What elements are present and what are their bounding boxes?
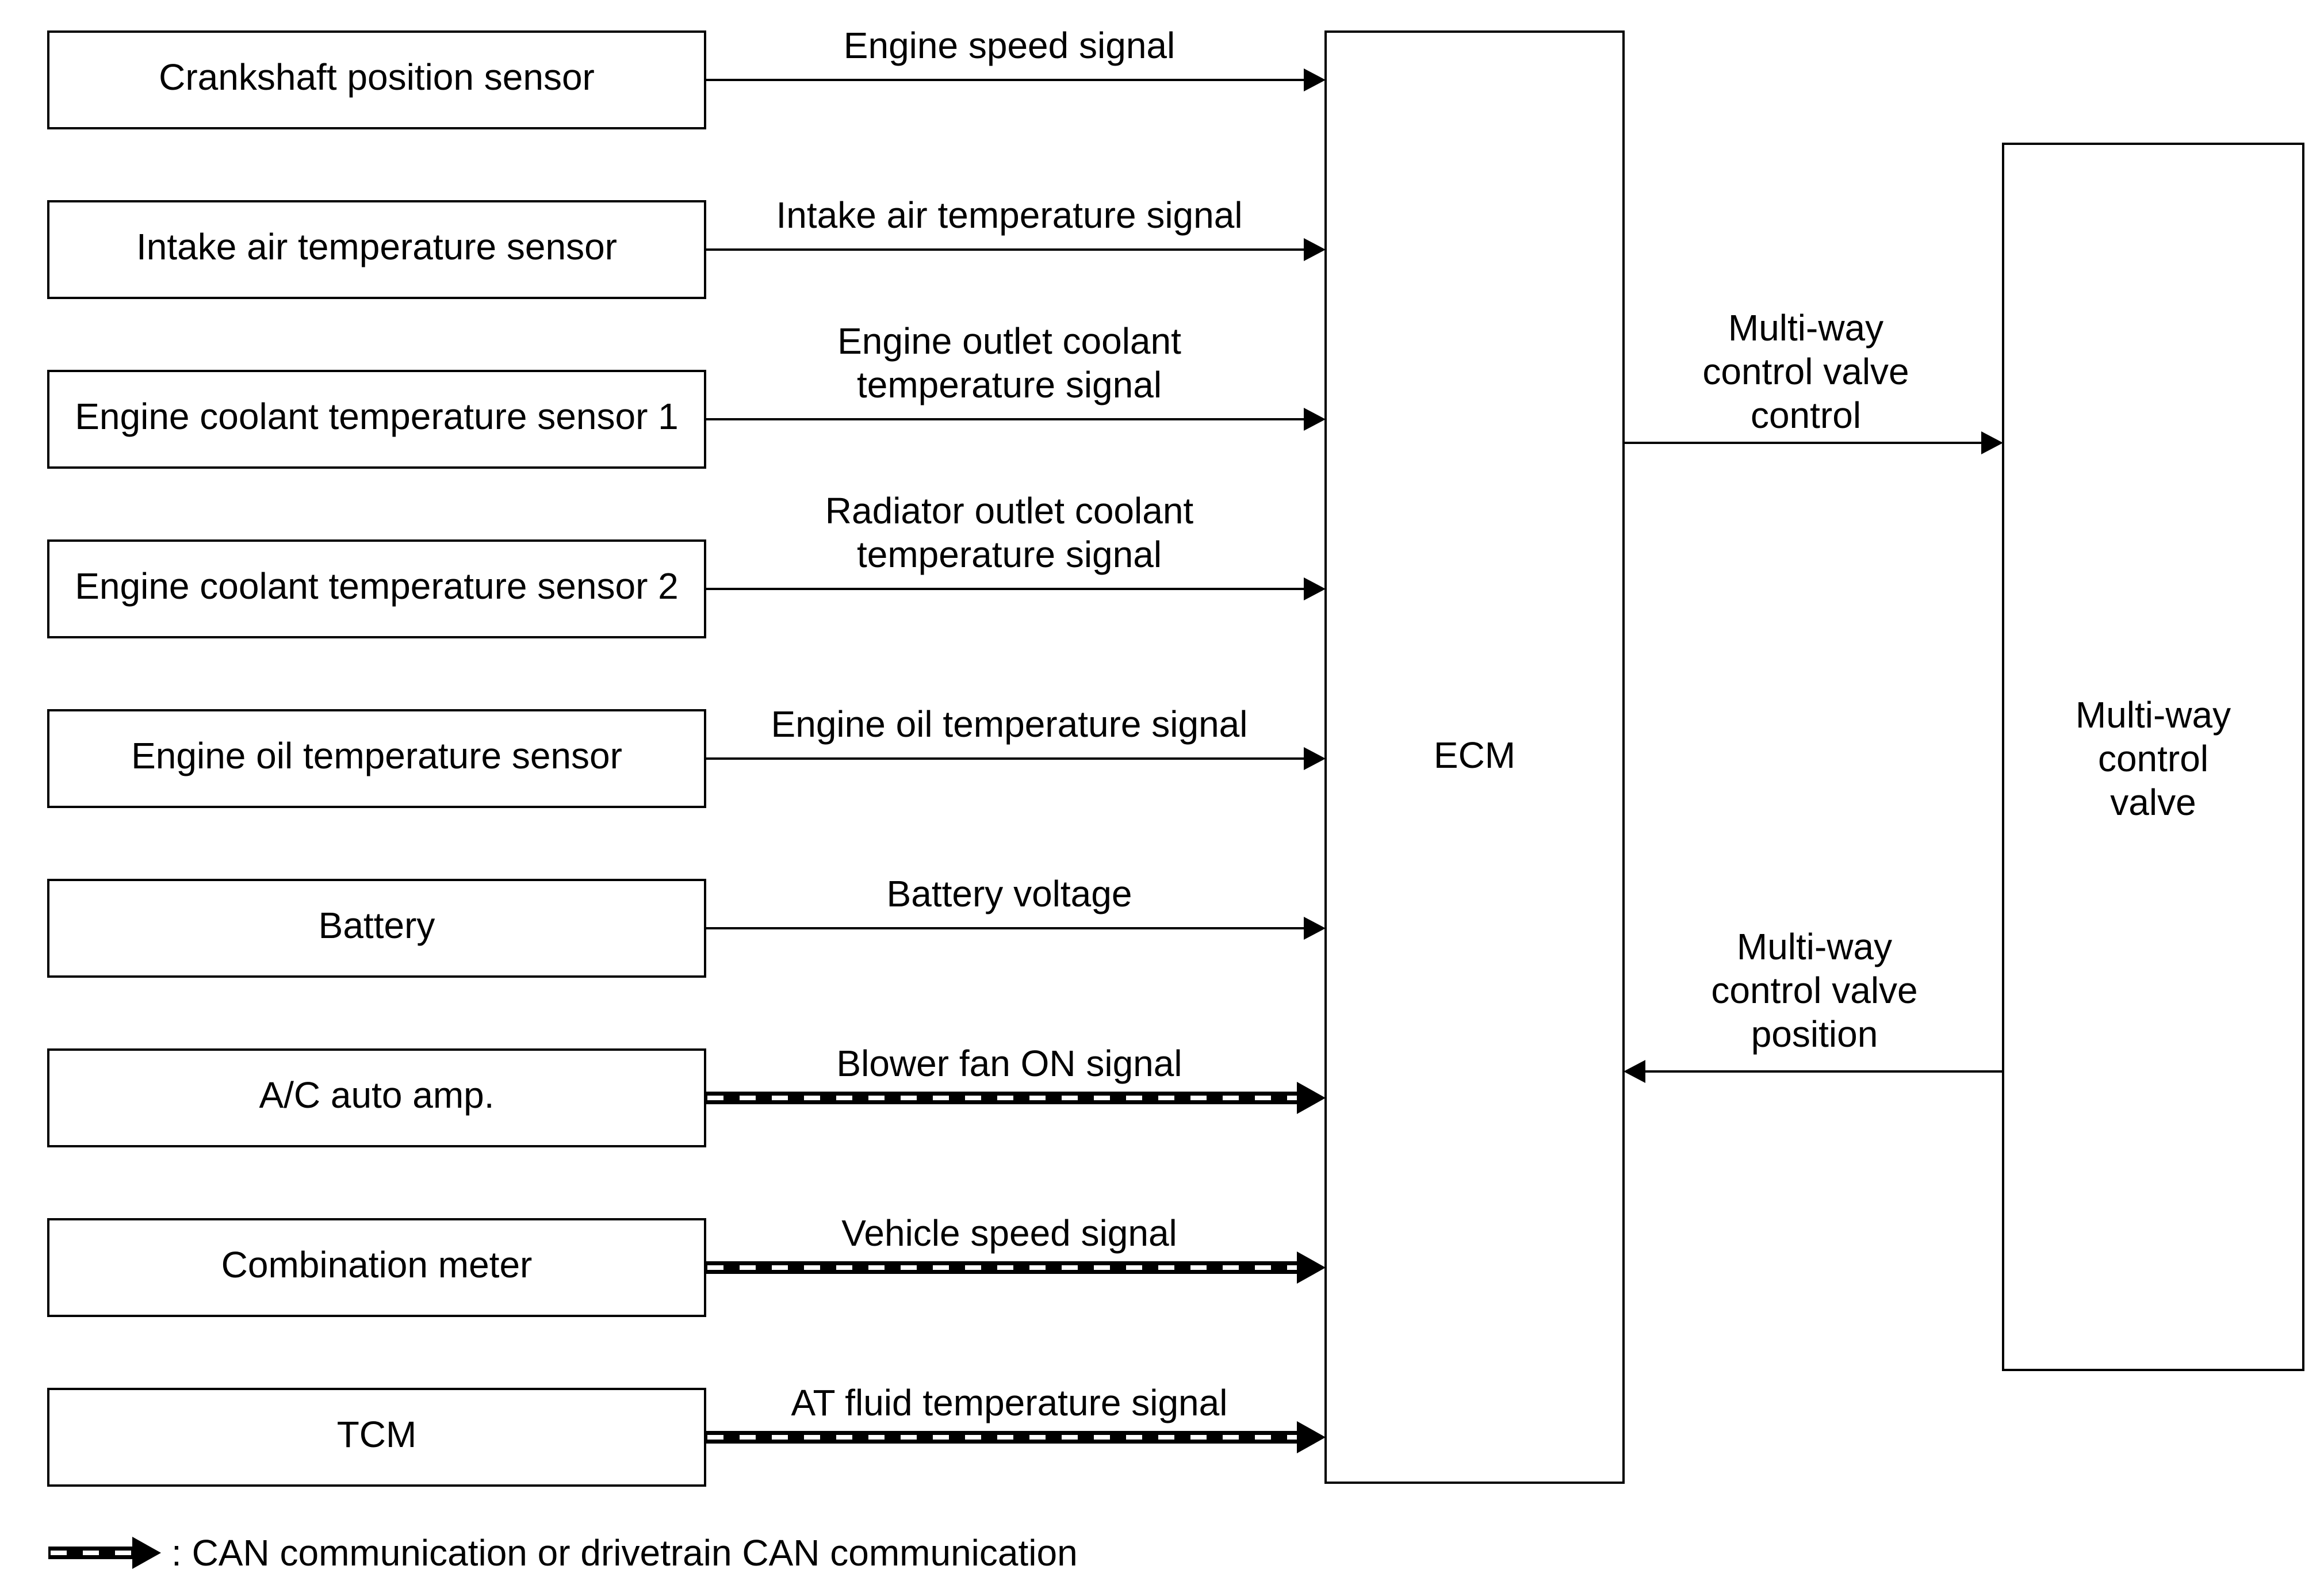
tcm-block [47, 1388, 706, 1487]
ect1-signal-label: temperature signal [857, 364, 1162, 405]
oil-arrowhead [1304, 747, 1326, 770]
meter-signal-label: Vehicle speed signal [841, 1212, 1177, 1254]
ect2-arrowhead [1304, 577, 1326, 600]
source-meter: Combination meter Vehicle speed signal [47, 1212, 1326, 1317]
source-ect1: Engine coolant temperature sensor 1 Engin… [47, 320, 1326, 469]
intake-arrowhead [1304, 238, 1326, 261]
oil-block [47, 709, 706, 808]
ect1-block [47, 370, 706, 469]
multi-way-control-valve-label-line: control [2098, 738, 2208, 779]
tcm-signal-label: AT fluid temperature signal [791, 1382, 1228, 1423]
source-ect2: Engine coolant temperature sensor 2 Radia… [47, 490, 1326, 638]
ect2-label: Engine coolant temperature sensor 2 [75, 565, 679, 607]
ect2-block [47, 539, 706, 638]
source-oil: Engine oil temperature sensor Engine oil … [47, 703, 1326, 808]
meter-arrowhead [1297, 1251, 1326, 1284]
meter-block [47, 1218, 706, 1317]
valve-control-signal-label: Multi-way [1728, 307, 1883, 349]
sensor-blocks: Crankshaft position sensor Engine speed s… [47, 25, 1326, 1487]
multi-way-control-valve-label-line: valve [2110, 782, 2196, 823]
tcm-label: TCM [337, 1414, 417, 1455]
valve-control-signal-label: control valve [1702, 351, 1909, 392]
source-intake: Intake air temperature sensor Intake air … [47, 194, 1326, 299]
oil-label: Engine oil temperature sensor [131, 735, 622, 776]
battery-block [47, 879, 706, 978]
ecm-group: ECM [1324, 30, 1625, 1484]
multi-way-control-valve-label-line: Multi-way [2076, 694, 2231, 736]
valve-position-signal-label: position [1751, 1013, 1878, 1055]
ect2-signal-label: temperature signal [857, 534, 1162, 575]
valve-position-arrowhead [1624, 1060, 1645, 1083]
valve-position-signal-label: Multi-way [1737, 926, 1892, 967]
intake-signal-label: Intake air temperature signal [776, 194, 1242, 236]
battery-arrowhead [1304, 917, 1326, 940]
ecm-label: ECM [1434, 734, 1515, 776]
intake-block [47, 200, 706, 299]
source-tcm: TCM AT fluid temperature signal [47, 1382, 1326, 1487]
crankshaft-block [47, 30, 706, 129]
multi-way-control-valve-block [2002, 143, 2304, 1371]
legend: : CAN communication or drivetrain CAN co… [48, 1532, 1078, 1574]
crankshaft-signal-label: Engine speed signal [844, 25, 1175, 66]
source-crankshaft: Crankshaft position sensor Engine speed s… [47, 25, 1326, 129]
source-battery: Battery Battery voltage [47, 873, 1326, 978]
battery-signal-label: Battery voltage [887, 873, 1132, 914]
legend-can-symbol-arrowhead [132, 1537, 161, 1569]
battery-label: Battery [319, 905, 435, 946]
ac-amp-arrowhead [1297, 1082, 1326, 1114]
ac-amp-block [47, 1048, 706, 1147]
legend-text: : CAN communication or drivetrain CAN co… [171, 1532, 1078, 1574]
oil-signal-label: Engine oil temperature signal [771, 703, 1248, 745]
valve-control-signal-label: control [1751, 395, 1861, 436]
valve-control-arrowhead [1981, 431, 2003, 454]
valve-position-signal-label: control valve [1711, 970, 1917, 1011]
tcm-arrowhead [1297, 1421, 1326, 1453]
crankshaft-arrowhead [1304, 68, 1326, 91]
ect1-label: Engine coolant temperature sensor 1 [75, 396, 679, 437]
ac-amp-signal-label: Blower fan ON signal [836, 1043, 1182, 1084]
source-ac-amp: A/C auto amp. Blower fan ON signal [47, 1043, 1326, 1147]
meter-label: Combination meter [221, 1244, 533, 1285]
ecm-block [1324, 30, 1625, 1484]
ect2-signal-label: Radiator outlet coolant [825, 490, 1194, 531]
intake-label: Intake air temperature sensor [136, 226, 617, 267]
ect1-arrowhead [1304, 408, 1326, 431]
ect1-signal-label: Engine outlet coolant [837, 320, 1181, 362]
ac-amp-label: A/C auto amp. [259, 1074, 494, 1116]
crankshaft-label: Crankshaft position sensor [159, 56, 595, 98]
